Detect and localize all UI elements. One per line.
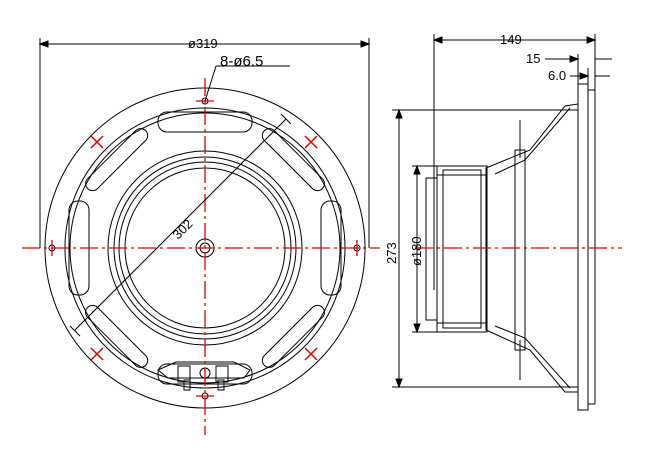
hole-x-top-right bbox=[304, 135, 318, 149]
dimension-bolt-circle bbox=[69, 113, 292, 337]
mounting-holes-label: 8-ø6.5 bbox=[220, 53, 263, 70]
dimension-flange bbox=[545, 54, 612, 84]
dimension-depth bbox=[432, 34, 597, 290]
hole-x-top-left bbox=[90, 135, 104, 149]
front-flange bbox=[577, 83, 589, 411]
diagonal-mount-holes bbox=[90, 135, 318, 361]
depth-label: 149 bbox=[500, 32, 522, 47]
mounting-hole-leader bbox=[204, 65, 290, 102]
dimension-magnet bbox=[412, 164, 437, 334]
basket-profile bbox=[485, 103, 579, 393]
side-view bbox=[425, 83, 596, 411]
outer-diameter-label: ø319 bbox=[188, 36, 218, 51]
hole-x-bottom-left bbox=[90, 347, 104, 361]
front-centerlines bbox=[22, 78, 380, 435]
hole-x-bottom-right bbox=[304, 347, 318, 361]
dimension-outer-diameter bbox=[38, 38, 371, 248]
magnet-outer bbox=[436, 165, 488, 333]
magnet-inner bbox=[442, 169, 482, 329]
bolt-circle-label: 302 bbox=[170, 216, 196, 242]
gasket-thickness-label: 6.0 bbox=[548, 68, 566, 83]
magnet-diameter-label: ø180 bbox=[409, 236, 424, 266]
flange-thickness-label: 15 bbox=[526, 51, 540, 66]
height-label: 273 bbox=[384, 242, 399, 264]
terminal-block bbox=[157, 361, 251, 391]
dimension-gasket bbox=[570, 68, 610, 84]
dimension-height bbox=[392, 108, 578, 389]
